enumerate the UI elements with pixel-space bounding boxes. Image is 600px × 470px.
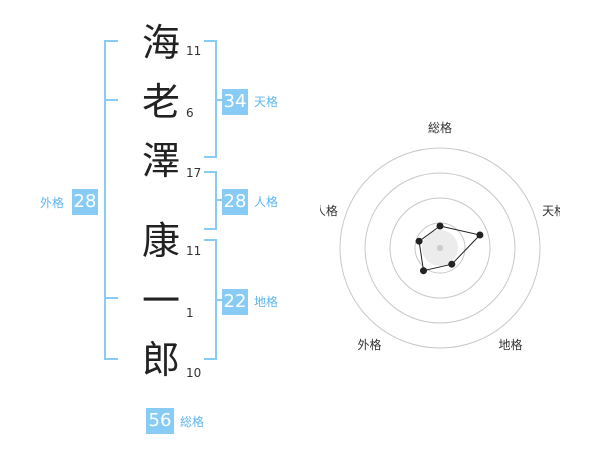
- radar-point: [415, 237, 423, 245]
- given-char-1: 康: [141, 219, 180, 263]
- given-char-2: 一: [141, 279, 180, 323]
- radar-polygon: [418, 225, 481, 272]
- surname-char-2: 老: [141, 80, 180, 124]
- radar-ring: [339, 147, 541, 349]
- soukaku-label: 総格: [180, 415, 205, 429]
- chikaku-label: 地格: [254, 295, 279, 309]
- given-char-3: 郎: [141, 338, 180, 382]
- radar-axis-label: 人格: [320, 203, 338, 218]
- soukaku-value-badge: 56: [146, 408, 174, 434]
- surname-strokes-3: 17: [186, 166, 202, 180]
- radar-center-dot: [437, 245, 443, 251]
- given-strokes-2: 1: [186, 306, 194, 320]
- radar-rings: [339, 147, 541, 349]
- surname-strokes-1: 11: [186, 44, 202, 58]
- radar-axis-label: 地格: [498, 337, 522, 352]
- radar-axis-label: 総格: [428, 120, 452, 135]
- given-strokes-1: 11: [186, 244, 202, 258]
- fortune-radar-chart: 総格天格地格 外格 人格: [320, 120, 560, 352]
- surname-char-3: 澤: [141, 139, 180, 183]
- surname-char-1: 海: [141, 21, 180, 65]
- radar-point: [448, 260, 456, 268]
- jinkaku-value-badge: 28: [222, 189, 248, 215]
- gaikaku-value-badge: 28: [72, 189, 98, 215]
- radar-point: [420, 267, 427, 275]
- radar-point: [436, 222, 444, 230]
- given-strokes-3: 10: [186, 366, 202, 380]
- surname-strokes-2: 6: [186, 106, 194, 120]
- radar-axis-label: 外格: [357, 337, 381, 352]
- gaikaku-label: 外格: [40, 196, 65, 210]
- radar-ring: [364, 172, 516, 324]
- radar-series: [415, 222, 484, 275]
- tenkaku-label: 天格: [254, 95, 279, 109]
- tenkaku-value-badge: 34: [222, 89, 248, 115]
- radar-ring: [389, 197, 491, 299]
- chikaku-value-badge: 22: [222, 289, 248, 315]
- radar-point: [476, 231, 484, 239]
- jinkaku-label: 人格: [254, 195, 279, 209]
- radar-axis-labels: 総格天格地格 外格 人格: [320, 120, 560, 352]
- radar-axis-label: 天格: [542, 203, 560, 218]
